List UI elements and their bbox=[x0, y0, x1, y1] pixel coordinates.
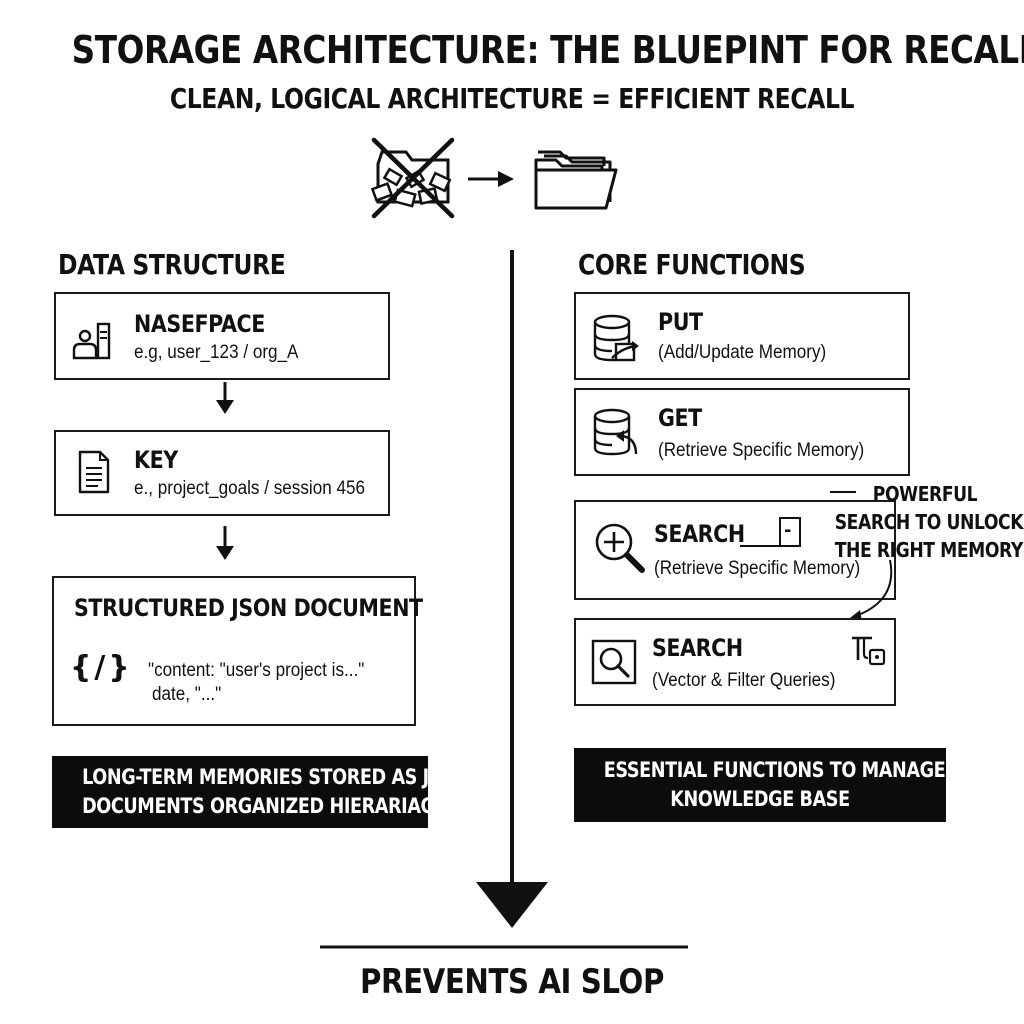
messy-folder-crossed-icon bbox=[370, 137, 455, 219]
search-box-primary: SEARCH - (Retrieve Specific Memory) bbox=[574, 500, 896, 600]
namespace-title: NASEFPACE bbox=[134, 310, 265, 338]
search-field-underline bbox=[740, 517, 801, 547]
data-structure-heading: DATA STRUCTURE bbox=[58, 248, 286, 281]
key-example: e., project_goals / session 456 bbox=[134, 478, 366, 499]
namespace-box: NASEFPACE e.g, user_123 / org_A bbox=[54, 292, 390, 380]
clean-folder-icon bbox=[534, 150, 618, 210]
users-icon bbox=[72, 322, 111, 360]
minus-icon: - bbox=[784, 520, 791, 541]
document-icon bbox=[78, 450, 110, 494]
footer-divider bbox=[320, 945, 688, 949]
json-content-line: "content: "user's project is..." bbox=[148, 660, 365, 681]
page-title: STORAGE ARCHITECTURE: THE BLUEPINT FOR R… bbox=[71, 28, 1024, 72]
json-date-line: date, "..." bbox=[152, 684, 222, 705]
search-description: (Retrieve Specific Memory) bbox=[654, 558, 861, 579]
callout-line: SEARCH TO UNLOCKING bbox=[834, 510, 1024, 534]
magnifier-icon bbox=[591, 639, 637, 685]
core-functions-heading: CORE FUNCTIONS bbox=[578, 248, 806, 281]
get-box: GET (Retrieve Specific Memory) bbox=[574, 388, 910, 476]
footer-text: PREVENTS AI SLOP bbox=[360, 962, 664, 1002]
arrow-down-icon bbox=[216, 526, 234, 560]
arrow-down-icon bbox=[216, 382, 234, 414]
filter-lock-icon bbox=[852, 636, 886, 666]
banner-line: KNOWLEDGE BASE bbox=[670, 787, 850, 811]
get-title: GET bbox=[658, 404, 702, 432]
zoom-in-icon bbox=[595, 523, 645, 573]
center-divider-arrow bbox=[476, 250, 548, 928]
put-box: PUT (Add/Update Memory) bbox=[574, 292, 910, 380]
core-functions-banner: ESSENTIAL FUNCTIONS TO MANAGE KNOWLEDGE … bbox=[574, 748, 946, 822]
search-description: (Vector & Filter Queries) bbox=[652, 670, 836, 691]
search-title: SEARCH bbox=[652, 634, 743, 662]
key-box: KEY e., project_goals / session 456 bbox=[54, 430, 390, 516]
callout-line: THE RIGHT MEMORY bbox=[834, 538, 1024, 562]
database-put-icon bbox=[593, 314, 639, 362]
arrow-right-icon bbox=[468, 171, 514, 187]
database-get-icon bbox=[593, 408, 638, 456]
search-title: SEARCH bbox=[654, 520, 745, 548]
page-subtitle: CLEAN, LOGICAL ARCHITECTURE = EFFICIENT … bbox=[169, 82, 855, 115]
key-title: KEY bbox=[134, 446, 178, 474]
put-title: PUT bbox=[658, 308, 703, 336]
put-description: (Add/Update Memory) bbox=[658, 342, 827, 363]
search-box-vector: SEARCH (Vector & Filter Queries) bbox=[574, 618, 896, 706]
json-document-box: STRUCTURED JSON DOCUMENT {/} "content: "… bbox=[52, 576, 423, 726]
callout-line: POWERFUL bbox=[872, 482, 978, 506]
get-description: (Retrieve Specific Memory) bbox=[658, 440, 865, 461]
data-structure-banner: LONG-TERM MEMORIES STORED AS JSON DOCUME… bbox=[52, 756, 470, 828]
code-braces-icon: {/} bbox=[70, 650, 133, 685]
namespace-example: e.g, user_123 / org_A bbox=[134, 342, 299, 363]
json-document-title: STRUCTURED JSON DOCUMENT bbox=[74, 594, 423, 622]
search-callout: POWERFUL SEARCH TO UNLOCKING THE RIGHT M… bbox=[834, 480, 1024, 564]
banner-line: ESSENTIAL FUNCTIONS TO MANAGE bbox=[603, 758, 946, 782]
